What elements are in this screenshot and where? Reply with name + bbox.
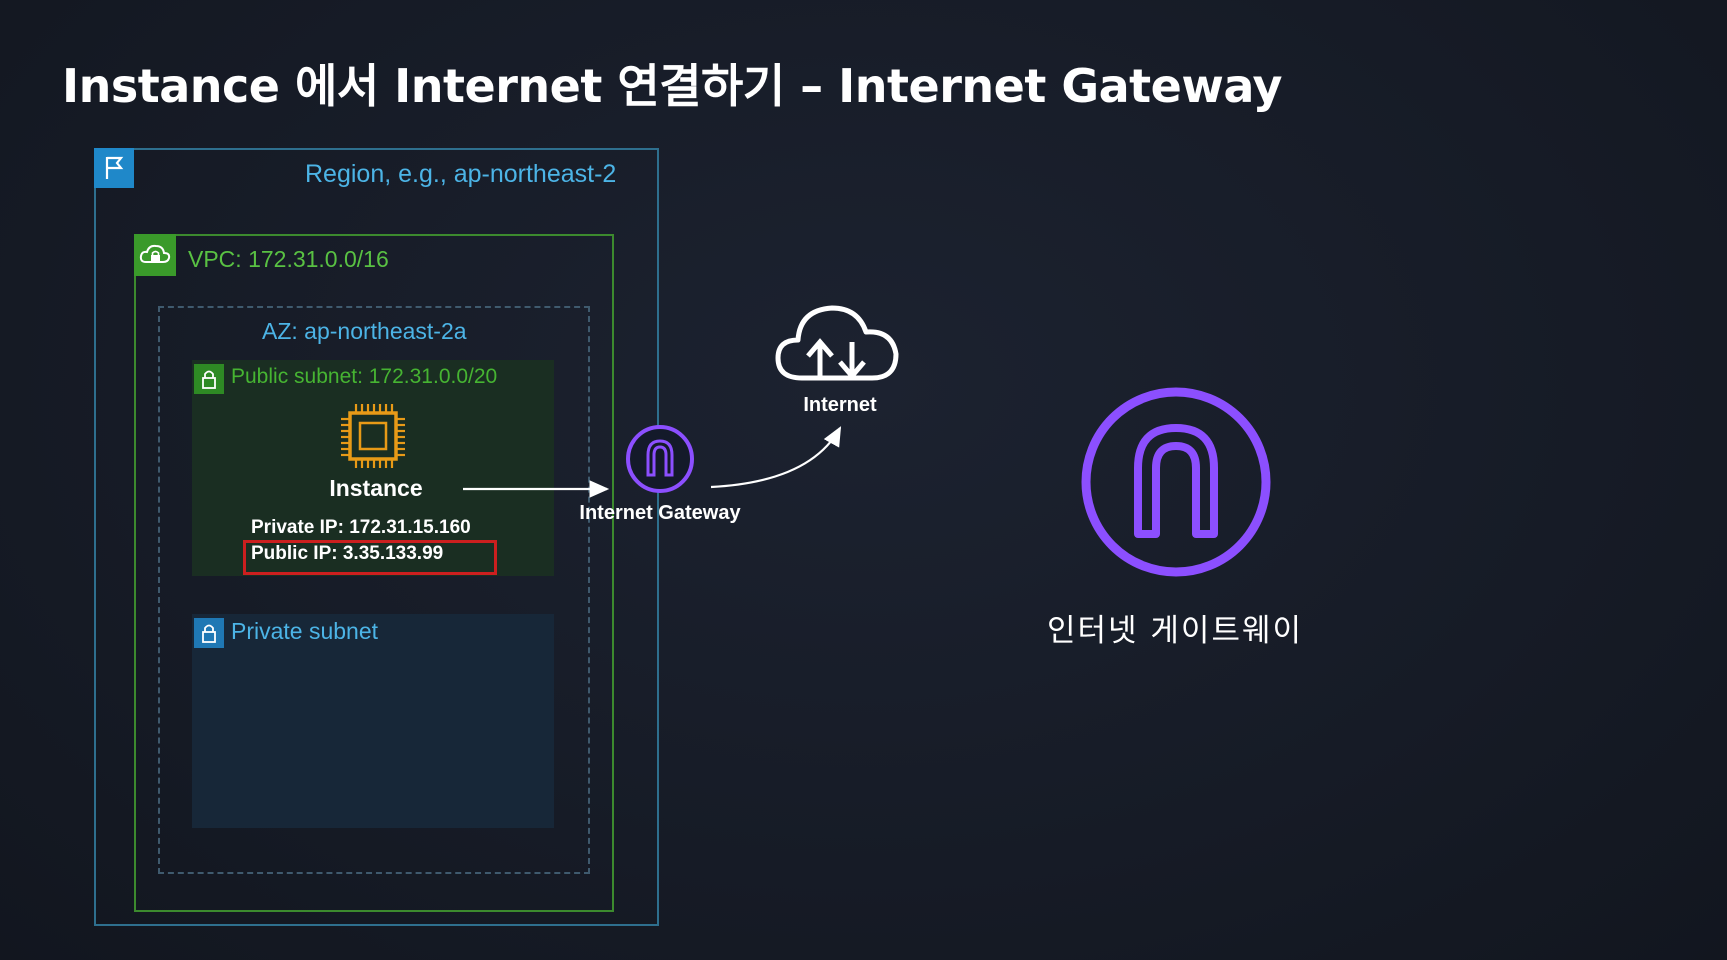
instance-label: Instance: [329, 475, 423, 501]
public-subnet-label: Public subnet: 172.31.0.0/20: [231, 365, 498, 388]
flag-icon: [94, 148, 134, 188]
gateway-arch-icon: [1078, 384, 1274, 580]
lock-icon: [194, 618, 224, 648]
private-subnet-box: [192, 614, 554, 828]
cloud-lock-icon: [134, 234, 176, 276]
availability-zone-box: [158, 306, 590, 874]
lock-icon: [194, 364, 224, 394]
region-box: [94, 148, 659, 926]
private-ip-label: Private IP: 172.31.15.160: [251, 517, 471, 538]
vpc-label: VPC: 172.31.0.0/16: [188, 246, 389, 272]
internet-gateway-label: Internet Gateway: [579, 502, 741, 524]
page-title: Instance 에서 Internet 연결하기 – Internet Gat…: [62, 59, 1282, 113]
chip-icon: [338, 401, 408, 471]
region-label: Region, e.g., ap-northeast-2: [305, 160, 617, 188]
az-label: AZ: ap-northeast-2a: [262, 318, 467, 344]
gateway-to-internet-arrow: [710, 426, 842, 489]
internet-label: Internet: [803, 394, 877, 416]
public-ip-label: Public IP: 3.35.133.99: [251, 543, 444, 564]
gateway-arch-icon: [624, 423, 696, 495]
public-ip-highlight-box: [243, 540, 497, 575]
vpc-box: [134, 234, 614, 912]
private-subnet-label: Private subnet: [231, 618, 379, 644]
internet-gateway-korean-label: 인터넷 게이트웨이: [1046, 613, 1303, 649]
cloud-upload-download-icon: [772, 296, 902, 388]
